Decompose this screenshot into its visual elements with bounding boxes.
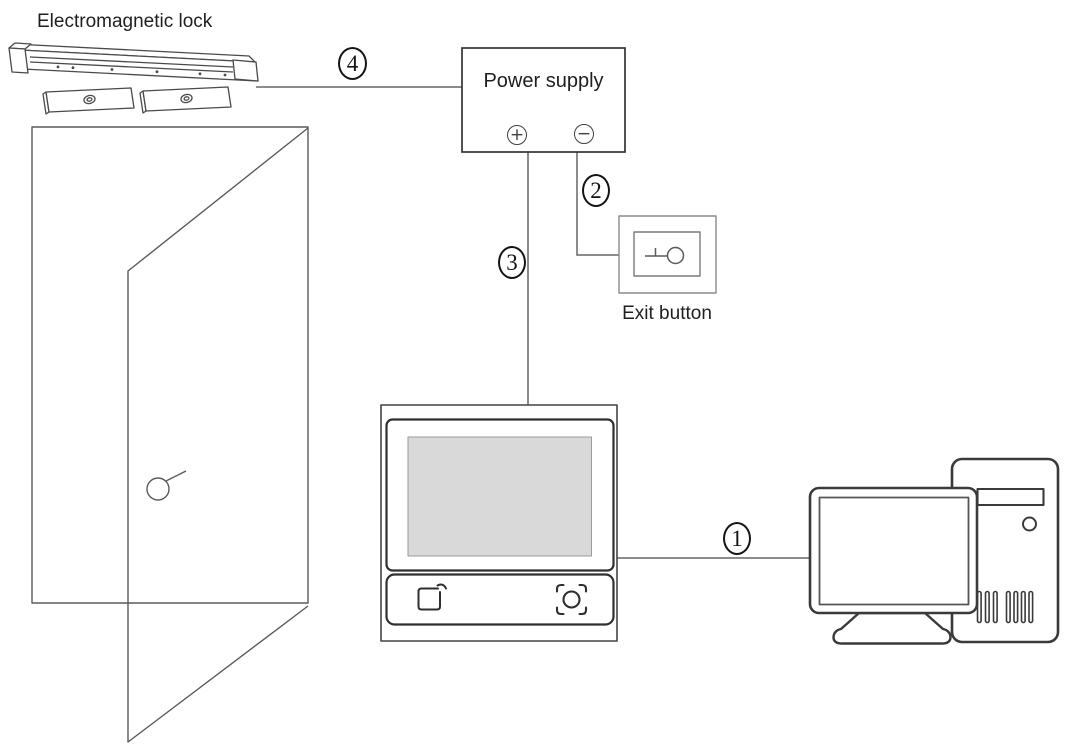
electromagnetic-lock-drawing [8, 42, 259, 115]
electromagnetic-lock-label: Electromagnetic lock [37, 11, 213, 32]
computer-drawing [808, 457, 1060, 645]
power-supply-box [461, 47, 626, 153]
wire-4-badge: 4 [338, 47, 367, 80]
lock-plate-right-hole [180, 93, 193, 104]
door-handle-stem [165, 470, 187, 482]
door-handle-icon [146, 477, 170, 501]
face-scan-icon [555, 583, 588, 616]
exit-button-symbol-icon [645, 246, 685, 265]
wire-1-badge: 1 [723, 522, 751, 555]
door-panel [127, 127, 309, 743]
wire-2-power-to-exit-button [576, 152, 619, 256]
access-terminal-drawing [380, 404, 618, 642]
exit-button-drawing [618, 215, 717, 294]
swipe-card-icon [417, 583, 447, 611]
wire-2-badge: 2 [582, 174, 610, 207]
lock-groove [29, 56, 234, 68]
monitor-stand [832, 611, 952, 645]
door-drawing [31, 126, 309, 743]
door-frame [31, 126, 309, 604]
lock-plate-left-hole [83, 94, 96, 105]
lock-screws [56, 65, 227, 77]
exit-button-label: Exit button [622, 303, 712, 324]
positive-terminal-icon: + [507, 125, 527, 145]
tower-drive-slot [976, 487, 1045, 507]
wires [256, 86, 810, 559]
tower-vents [976, 590, 1034, 624]
power-supply-label: Power supply [483, 70, 604, 92]
wire-3-badge: 3 [498, 246, 526, 279]
terminal-screen [407, 436, 592, 557]
tower-power-button [1022, 516, 1037, 532]
lock-groove [29, 61, 234, 73]
lock-right-cap [232, 59, 259, 82]
negative-terminal-icon: − [574, 124, 594, 144]
lock-left-cap [8, 47, 29, 74]
monitor-screen [818, 496, 970, 606]
